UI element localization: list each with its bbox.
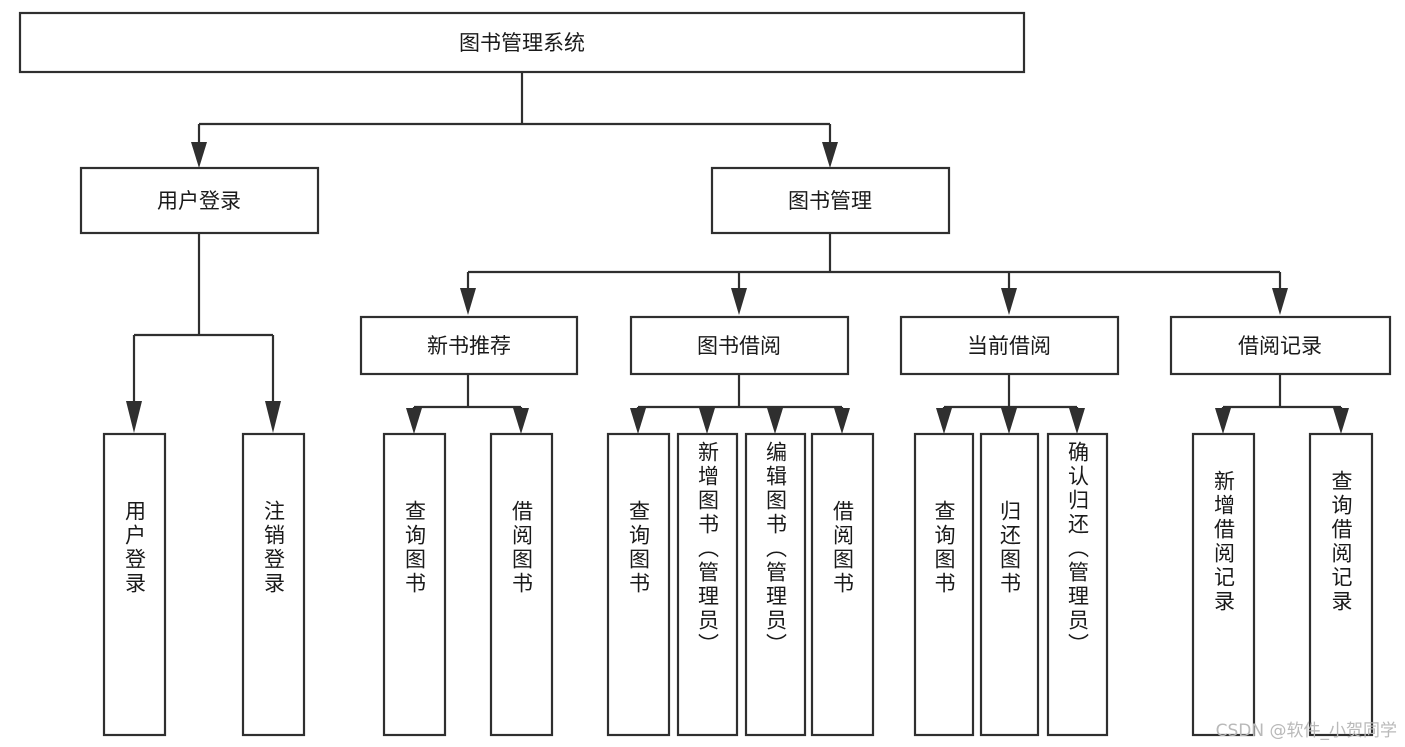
node-box-leaf-user-logout[interactable]	[241, 432, 306, 737]
node-box-leaf-add-book[interactable]	[676, 432, 739, 737]
arrowhead-book-borrow	[731, 288, 747, 315]
connector-group-root	[191, 72, 838, 168]
node-user-login[interactable]: 用户登录	[79, 166, 320, 235]
node-box-leaf-borrow-book-1[interactable]	[489, 432, 554, 737]
connector-group-book-borrow	[630, 374, 850, 434]
arrowhead-leaf-query-book-1	[406, 408, 422, 434]
node-root[interactable]: 图书管理系统	[18, 11, 1026, 74]
node-borrow-record[interactable]: 借阅记录	[1169, 315, 1392, 376]
node-box-new-book-recommend[interactable]	[359, 315, 579, 376]
node-box-borrow-record[interactable]	[1169, 315, 1392, 376]
node-box-leaf-user-login[interactable]	[102, 432, 167, 737]
arrowhead-leaf-confirm-return	[1069, 408, 1085, 434]
node-label-user-login: 用户登录	[157, 189, 241, 213]
node-label-borrow-record: 借阅记录	[1238, 334, 1322, 358]
arrowhead-book-manage	[822, 142, 838, 168]
arrowhead-leaf-user-login	[126, 401, 142, 433]
node-book-manage[interactable]: 图书管理	[710, 166, 951, 235]
node-box-user-login[interactable]	[79, 166, 320, 235]
arrowhead-leaf-query-book-3	[936, 408, 952, 434]
node-box-leaf-add-record[interactable]	[1191, 432, 1256, 737]
connector-group-current-borrow	[936, 374, 1085, 434]
arrowhead-user-login	[191, 142, 207, 168]
node-box-leaf-borrow-book-2[interactable]	[810, 432, 875, 737]
node-box-book-borrow[interactable]	[629, 315, 850, 376]
node-label-book-manage: 图书管理	[788, 189, 872, 213]
node-label-book-borrow: 图书借阅	[697, 334, 781, 358]
arrowhead-leaf-query-book-2	[630, 408, 646, 434]
arrowhead-leaf-borrow-book-2	[834, 408, 850, 434]
node-label-root: 图书管理系统	[459, 31, 585, 55]
node-box-leaf-query-book-1[interactable]	[382, 432, 447, 737]
node-new-book-recommend[interactable]: 新书推荐	[359, 315, 579, 376]
node-box-current-borrow[interactable]	[899, 315, 1120, 376]
arrowhead-new-book-recommend	[460, 288, 476, 315]
node-label-new-book-recommend: 新书推荐	[427, 334, 511, 358]
connector-group-borrow-record	[1215, 374, 1349, 434]
arrowhead-borrow-record	[1272, 288, 1288, 315]
node-box-leaf-return-book[interactable]	[979, 432, 1040, 737]
node-box-leaf-query-record[interactable]	[1308, 432, 1374, 737]
node-current-borrow[interactable]: 当前借阅	[899, 315, 1120, 376]
arrowhead-leaf-add-book	[699, 408, 715, 434]
arrowhead-leaf-edit-book	[767, 408, 783, 434]
node-box-leaf-query-book-2[interactable]	[606, 432, 671, 737]
arrowhead-current-borrow	[1001, 288, 1017, 315]
node-label-current-borrow: 当前借阅	[967, 334, 1051, 358]
arrowhead-leaf-query-record	[1333, 408, 1349, 434]
node-book-borrow[interactable]: 图书借阅	[629, 315, 850, 376]
arrowhead-leaf-add-record	[1215, 408, 1231, 434]
arrowhead-leaf-user-logout	[265, 401, 281, 433]
node-box-root[interactable]	[18, 11, 1026, 74]
node-box-leaf-query-book-3[interactable]	[913, 432, 975, 737]
node-box-leaf-edit-book[interactable]	[744, 432, 807, 737]
connector-group-new-book-recommend	[406, 374, 529, 434]
connector-group-user-login	[126, 233, 281, 433]
arrowhead-leaf-return-book	[1001, 408, 1017, 434]
connector-group-book-manage	[460, 233, 1288, 315]
node-box-book-manage[interactable]	[710, 166, 951, 235]
node-box-leaf-confirm-return[interactable]	[1046, 432, 1109, 737]
arrowhead-leaf-borrow-book-1	[513, 408, 529, 434]
